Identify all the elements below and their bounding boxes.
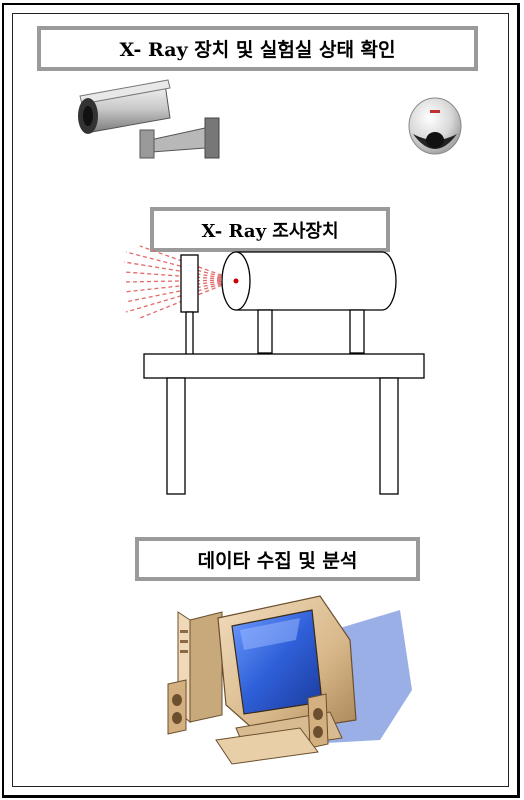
xray-device-label-box: X- Ray 조사장치	[150, 207, 390, 252]
title-label: X- Ray 장치 및 실험실 상태 확인	[119, 39, 396, 61]
data-analysis-label: 데이타 수집 및 분석	[197, 549, 358, 572]
diagram-frame	[2, 3, 520, 798]
inner-border	[12, 13, 509, 787]
title-box: X- Ray 장치 및 실험실 상태 확인	[37, 26, 478, 71]
xray-device-label: X- Ray 조사장치	[201, 220, 339, 242]
data-analysis-label-box: 데이타 수집 및 분석	[135, 537, 420, 581]
